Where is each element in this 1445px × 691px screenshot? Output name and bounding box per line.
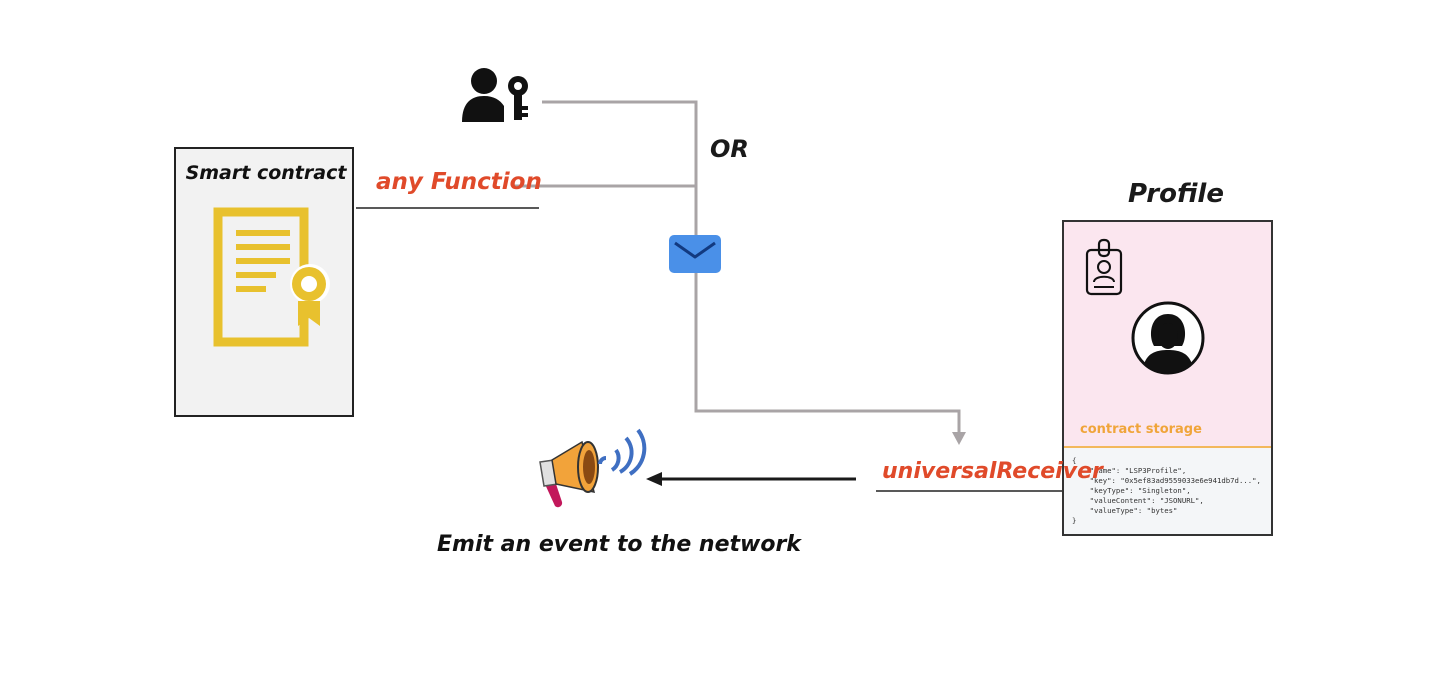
owner-call-line xyxy=(542,100,698,186)
event-arrowhead xyxy=(646,472,662,486)
id-badge-icon xyxy=(1085,238,1123,296)
call-to-profile-line xyxy=(694,186,961,432)
any-function-label: any Function xyxy=(376,169,542,195)
call-arrowhead xyxy=(952,432,966,445)
storage-divider xyxy=(1064,446,1271,448)
megaphone-icon xyxy=(539,428,647,508)
avatar-icon xyxy=(1131,301,1205,375)
profile-title: Profile xyxy=(1128,179,1224,209)
contract-storage-label: contract storage xyxy=(1080,422,1202,437)
smart-contract-title: Smart contract xyxy=(185,162,347,184)
user-key-icon xyxy=(462,68,528,122)
certificate-document-icon xyxy=(213,207,330,347)
envelope-icon xyxy=(669,235,721,273)
universal-receiver-label: universalReceiver xyxy=(882,459,1103,484)
profile-card: contract storage { "name": "LSP3Profile"… xyxy=(1062,220,1273,536)
emit-event-label: Emit an event to the network xyxy=(437,532,801,557)
or-label: OR xyxy=(710,135,749,163)
storage-json: { "name": "LSP3Profile", "key": "0x5ef83… xyxy=(1072,456,1261,525)
